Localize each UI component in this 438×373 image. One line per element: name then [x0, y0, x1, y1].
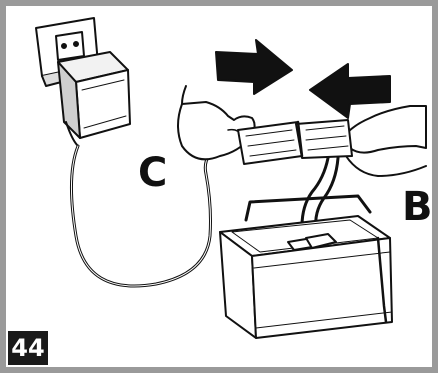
arrow-right-icon	[216, 40, 292, 94]
battery-icon	[220, 196, 392, 338]
charger-plug-icon	[58, 52, 130, 146]
charger-label: C	[138, 153, 167, 193]
hand-icon	[345, 106, 426, 176]
arrow-left-icon	[310, 64, 390, 118]
figure-number-badge: 44	[6, 329, 50, 367]
charging-illustration	[6, 6, 432, 367]
battery-label: B	[402, 187, 433, 227]
